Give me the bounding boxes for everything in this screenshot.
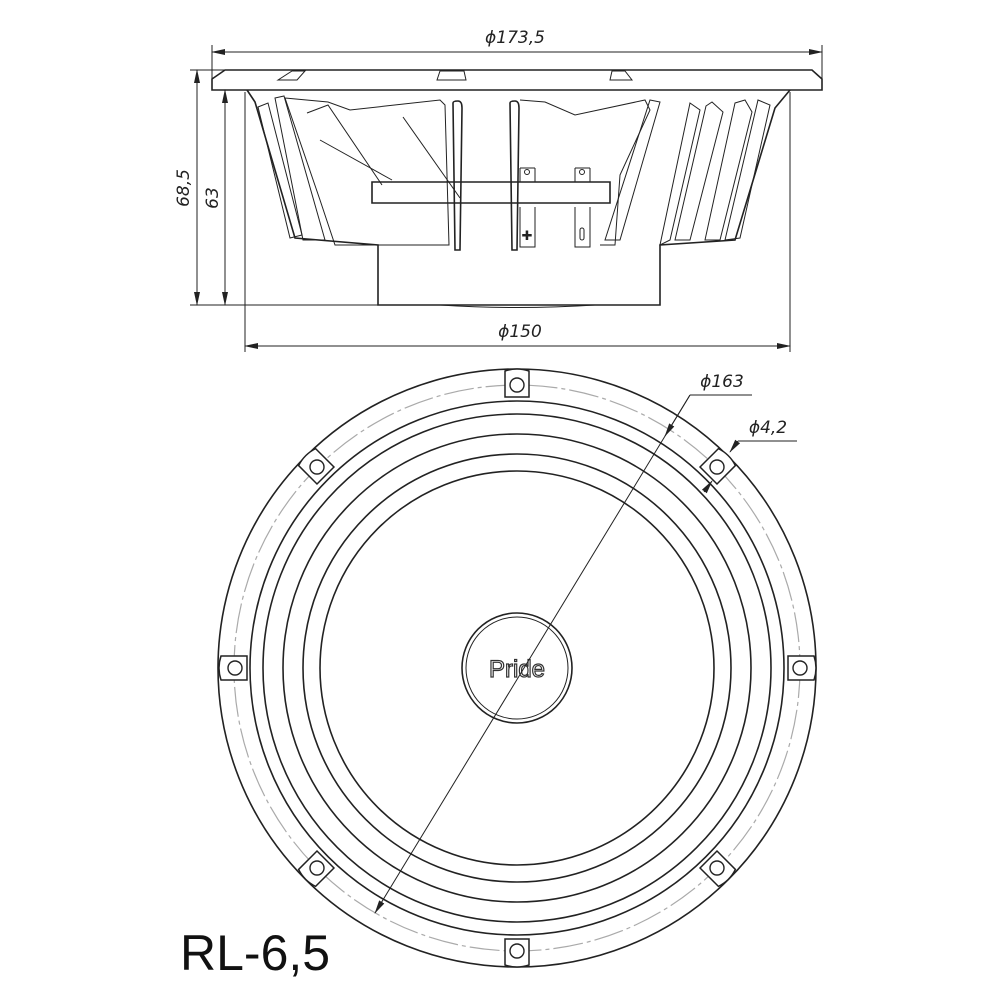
dim-hole-diameter: ϕ4,2 xyxy=(749,418,787,438)
surround xyxy=(282,433,752,903)
dim-bolt-circle-diameter: ϕ163 xyxy=(700,372,744,392)
dim-mount-depth: 63 xyxy=(203,187,223,209)
basket xyxy=(246,89,791,306)
cone-edge xyxy=(319,470,715,866)
model-label: RL-6,5 xyxy=(180,925,330,981)
dim-flange-diameter: ϕ173,5 xyxy=(485,28,545,48)
dim-total-depth: 68,5 xyxy=(174,169,194,207)
dim-line-bolt-circle xyxy=(374,394,691,914)
front-view: Pride ϕ163 ϕ4,2 xyxy=(217,368,817,968)
minus-terminal-icon xyxy=(579,227,585,241)
side-view: ✚ ϕ173,5 ϕ150 68,5 63 xyxy=(174,28,823,352)
terminal-board xyxy=(371,181,611,204)
dust-cap xyxy=(461,612,573,724)
plus-terminal-icon: ✚ xyxy=(522,228,533,243)
flange xyxy=(211,69,823,91)
dim-cutout-diameter: ϕ150 xyxy=(498,322,542,342)
